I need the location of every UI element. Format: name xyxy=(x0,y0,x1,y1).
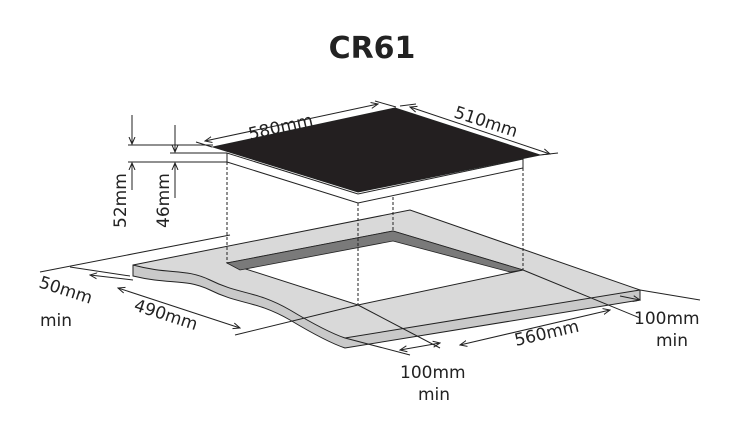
label-front-clearance: 100mm xyxy=(400,363,466,383)
label-body-height: 46mm xyxy=(154,173,174,228)
countertop xyxy=(132,209,641,349)
projection-lines xyxy=(226,162,524,305)
label-front-clearance-min: min xyxy=(418,385,450,405)
model-title: CR61 xyxy=(329,31,416,66)
cutout-wall xyxy=(225,230,524,273)
label-total-height: 52mm xyxy=(111,173,131,228)
label-side-clearance-min: min xyxy=(40,311,72,331)
label-cutout-depth: 490mm xyxy=(131,296,200,335)
label-cutout-width: 560mm xyxy=(513,317,581,351)
dimension-lines xyxy=(39,100,701,356)
label-side-clearance: 50mm xyxy=(36,273,94,309)
label-rear-clearance: 100mm xyxy=(634,309,700,329)
label-rear-clearance-min: min xyxy=(656,331,688,351)
